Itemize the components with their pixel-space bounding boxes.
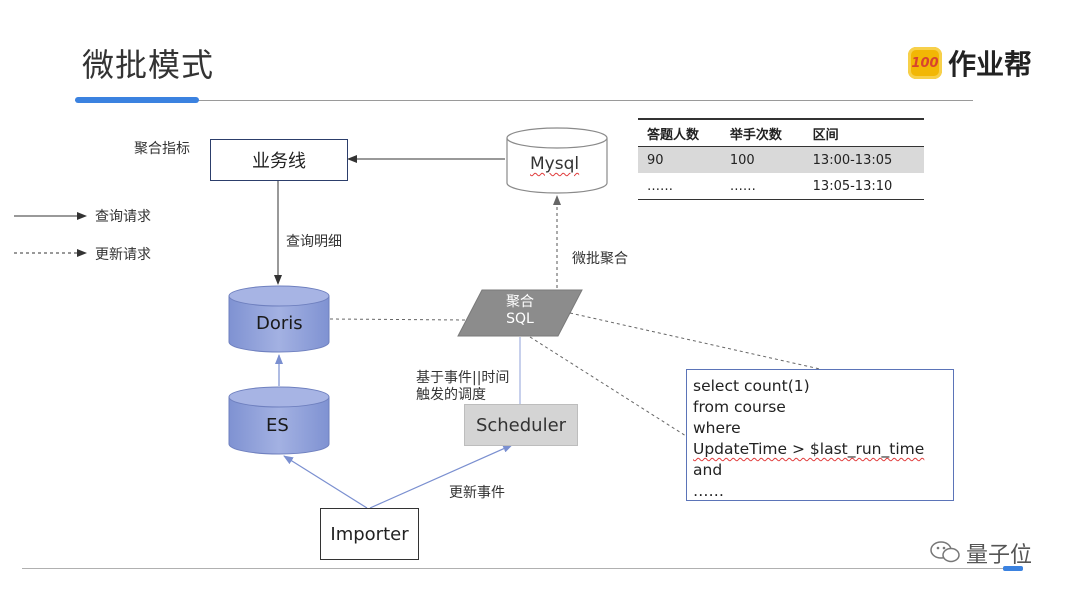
legend-update-label: 更新请求: [95, 247, 151, 263]
mysql-label: Mysql: [530, 154, 580, 174]
table-cell: ……: [720, 173, 804, 200]
legend-query-label: 查询请求: [95, 209, 151, 225]
es-cylinder: [228, 386, 330, 455]
table-cell: ……: [638, 173, 721, 200]
table-row: 90 100 13:00-13:05: [638, 146, 924, 173]
doris-cylinder: [228, 285, 330, 353]
title-accent-bar: [75, 97, 199, 103]
aggregate-result-table: 答题人数 举手次数 区间 90 100 13:00-13:05 …… …… 13…: [638, 118, 924, 200]
mysql-cylinder: [506, 127, 608, 194]
logo-text: 作业帮: [948, 48, 1033, 81]
sql-aggregate-label: 聚合 SQL: [506, 294, 534, 327]
sql-line: select count(1): [693, 377, 810, 395]
micro-batch-agg-label: 微批聚合: [572, 251, 628, 267]
table-header-cell: 区间: [803, 118, 924, 147]
importer-node: Importer: [320, 508, 419, 560]
link-sql-box-top: [569, 312, 821, 370]
table-header-row: 答题人数 举手次数 区间: [638, 118, 924, 147]
update-event-label: 更新事件: [449, 485, 505, 501]
schedule-basis-label: 基于事件||时间 触发的调度: [416, 370, 510, 403]
table-cell: 90: [638, 146, 721, 173]
arrow-importer-to-scheduler: [369, 444, 513, 509]
table-row: …… …… 13:05-13:10: [638, 173, 924, 200]
sql-line: UpdateTime > $last_run_time: [693, 440, 925, 458]
sql-code-box: select count(1) from course where Update…: [686, 369, 954, 501]
footer-accent-bar: [1003, 566, 1023, 571]
title-divider: [75, 100, 973, 101]
link-doris-sql: [329, 318, 467, 321]
brand-logo: 100 作业帮: [908, 43, 1032, 83]
table-cell: 100: [720, 146, 804, 173]
logo-badge-icon: 100: [908, 47, 942, 79]
slide-title: 微批模式: [82, 46, 215, 84]
scheduler-node: Scheduler: [464, 404, 578, 446]
wechat-icon: [930, 541, 960, 563]
sql-line: ……: [693, 482, 724, 500]
es-label: ES: [266, 415, 289, 436]
table-header-cell: 答题人数: [638, 118, 721, 147]
aggregate-metrics-label: 聚合指标: [134, 141, 190, 157]
footer-divider: [22, 568, 1022, 569]
table-cell: 13:00-13:05: [803, 146, 924, 173]
sql-line: and: [693, 461, 723, 479]
watermark-text: 量子位: [966, 543, 1033, 568]
query-detail-label: 查询明细: [286, 234, 342, 250]
arrow-importer-to-es: [283, 455, 368, 509]
table-header-cell: 举手次数: [720, 118, 804, 147]
sql-line: from course: [693, 398, 786, 416]
business-line-node: 业务线: [210, 139, 348, 181]
link-sql-box-left: [529, 336, 687, 437]
sql-line: where: [693, 419, 741, 437]
table-cell: 13:05-13:10: [803, 173, 924, 200]
sql-aggregate-shape: [457, 289, 583, 337]
doris-label: Doris: [256, 313, 303, 334]
